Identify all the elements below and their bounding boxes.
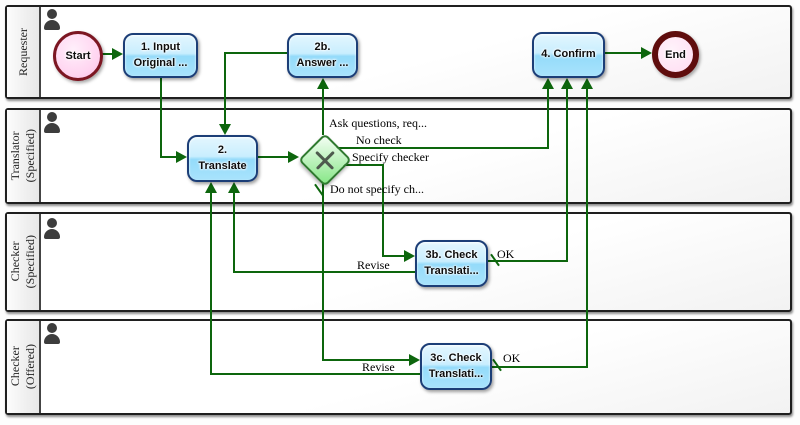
lane-checker-specified: Checker (Specified) bbox=[5, 212, 792, 312]
flow-line bbox=[233, 190, 235, 273]
flow-line bbox=[233, 271, 415, 273]
person-icon bbox=[44, 9, 60, 31]
person-icon bbox=[44, 218, 60, 240]
flow-line bbox=[160, 78, 162, 158]
arrowhead-icon bbox=[317, 78, 329, 89]
flow-line bbox=[492, 366, 588, 368]
flow-line bbox=[605, 52, 642, 54]
task-translate[interactable]: 2. Translate bbox=[187, 135, 258, 182]
person-torso bbox=[44, 334, 60, 344]
flow-line bbox=[160, 156, 178, 158]
task-check-translation-offered[interactable]: 3c. Check Translati... bbox=[420, 343, 492, 390]
end-event[interactable]: End bbox=[652, 31, 699, 78]
flow-line bbox=[322, 359, 410, 361]
person-torso bbox=[44, 229, 60, 239]
flow-line bbox=[100, 53, 114, 55]
lane-translator-label: Translator (Specified) bbox=[8, 129, 37, 183]
person-torso bbox=[44, 20, 60, 30]
person-icon bbox=[44, 112, 60, 134]
edge-label-ok-3c: OK bbox=[503, 351, 521, 365]
lane-checker-specified-label: Checker (Specified) bbox=[8, 235, 37, 289]
arrowhead-icon bbox=[219, 124, 231, 135]
flow-line bbox=[210, 373, 420, 375]
task-answer[interactable]: 2b. Answer ... bbox=[287, 33, 358, 78]
person-icon bbox=[44, 323, 60, 345]
person-head bbox=[47, 218, 57, 228]
arrowhead-icon bbox=[228, 182, 240, 193]
person-head bbox=[47, 112, 57, 122]
flow-line bbox=[336, 147, 548, 149]
arrowhead-icon bbox=[205, 182, 217, 193]
arrowhead-icon bbox=[542, 78, 554, 89]
lane-checker-specified-header: Checker (Specified) bbox=[7, 214, 41, 310]
flow-line bbox=[224, 52, 226, 125]
lane-translator-specified: Translator (Specified) bbox=[5, 108, 792, 204]
lane-checker-offered: Checker (Offered) bbox=[5, 319, 792, 415]
arrowhead-icon bbox=[176, 151, 187, 163]
flow-line bbox=[210, 190, 212, 375]
start-event[interactable]: Start bbox=[53, 31, 103, 81]
flow-line bbox=[382, 164, 384, 257]
edge-label-revise-3c: Revise bbox=[362, 360, 395, 374]
flow-line bbox=[586, 88, 588, 368]
edge-label-no-check: No check bbox=[356, 133, 402, 147]
flow-line bbox=[322, 178, 324, 361]
person-head bbox=[47, 323, 57, 333]
lane-requester-header: Requester bbox=[7, 7, 41, 97]
flow-line bbox=[258, 156, 290, 158]
lane-translator-header: Translator (Specified) bbox=[7, 110, 41, 202]
flow-line bbox=[322, 88, 324, 135]
flow-line bbox=[488, 260, 568, 262]
flow-line bbox=[547, 88, 549, 149]
task-confirm[interactable]: 4. Confirm bbox=[532, 32, 605, 78]
arrowhead-icon bbox=[404, 250, 415, 262]
lane-requester-label: Requester bbox=[15, 28, 30, 76]
flow-line bbox=[224, 52, 287, 54]
flow-line bbox=[382, 255, 406, 257]
lane-checker-offered-header: Checker (Offered) bbox=[7, 321, 41, 413]
arrowhead-icon bbox=[288, 151, 299, 163]
flow-line bbox=[336, 164, 384, 166]
task-input-original[interactable]: 1. Input Original ... bbox=[123, 33, 198, 78]
edge-label-specify-checker: Specify checker bbox=[352, 150, 429, 164]
arrowhead-icon bbox=[581, 78, 593, 89]
edge-label-do-not-specify: Do not specify ch... bbox=[330, 182, 424, 196]
person-torso bbox=[44, 123, 60, 133]
task-check-translation-specified[interactable]: 3b. Check Translati... bbox=[415, 240, 488, 287]
arrowhead-icon bbox=[409, 354, 420, 366]
flow-line bbox=[566, 88, 568, 262]
edge-label-ask-questions: Ask questions, req... bbox=[329, 116, 427, 130]
lane-checker-offered-label: Checker (Offered) bbox=[8, 344, 37, 390]
arrowhead-icon bbox=[561, 78, 573, 89]
arrowhead-icon bbox=[641, 47, 652, 59]
arrowhead-icon bbox=[112, 48, 123, 60]
edge-label-revise-3b: Revise bbox=[357, 258, 390, 272]
edge-label-ok-3b: OK bbox=[497, 247, 515, 261]
person-head bbox=[47, 9, 57, 19]
